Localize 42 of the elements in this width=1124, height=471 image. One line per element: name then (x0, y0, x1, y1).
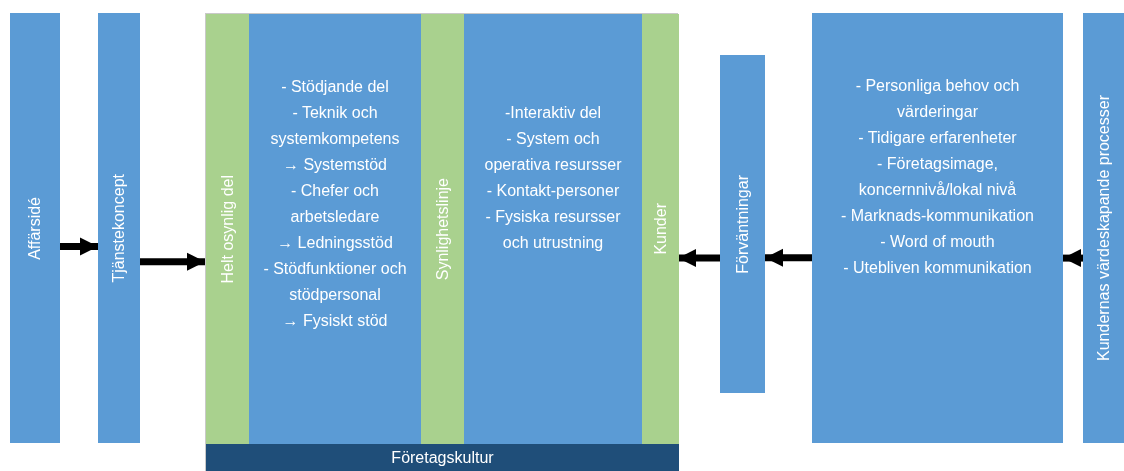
band-label: Helt osynlig del (218, 174, 237, 284)
list-item: - Kontakt-personer (486, 181, 620, 201)
list-item: → Systemstöd (283, 155, 387, 175)
list-item: - Word of mouth (880, 232, 995, 252)
list-item: - Fysiska resursser och utrustning (484, 207, 622, 253)
content-panel (249, 14, 421, 444)
arrow (60, 237, 98, 256)
list-item: - Stödfunktioner och stödpersonal (262, 259, 408, 305)
band-label: Affärsidé (26, 196, 44, 260)
list-item: - Marknads-kommunikation (841, 206, 1034, 226)
process-bar (1083, 13, 1124, 443)
band-label: Kundernas värdeskapande processer (1094, 95, 1113, 361)
list-item: - Tidigare erfarenheter (858, 128, 1017, 148)
list-item: - Stödjande del (281, 77, 389, 97)
list-item: -Interaktiv del (504, 103, 601, 123)
layer-band (206, 14, 249, 444)
process-bar (98, 13, 140, 443)
process-bar (10, 13, 60, 443)
layer-band (421, 14, 464, 444)
list-item: - Utebliven kommunikation (843, 258, 1032, 278)
content-panel (812, 13, 1063, 443)
band-label: Synlighetslinje (433, 177, 452, 281)
arrow (140, 252, 205, 271)
layer-band (642, 14, 679, 444)
list-item: - Teknik och systemkompetens (269, 103, 401, 149)
list-item: → Fysiskt stöd (282, 311, 388, 331)
list-item: - Företagsimage, koncernnivå/lokal nivå (857, 154, 1018, 200)
list-item: - System och operativa resursser (483, 129, 623, 175)
arrow (765, 248, 812, 267)
process-bar (720, 55, 765, 393)
band-label: Tjänstekoncept (110, 173, 128, 283)
arrow (1063, 249, 1083, 268)
list-item: → Ledningsstöd (277, 233, 393, 253)
list-item: - Chefer och arbetsledare (289, 181, 381, 227)
band-label: Förväntningar (733, 174, 752, 274)
band-label: Företagskultur (391, 449, 494, 467)
band-label: Kunder (651, 203, 670, 255)
content-panel (464, 14, 642, 444)
container-box (205, 13, 678, 471)
base-band (206, 444, 679, 471)
arrow (678, 249, 720, 268)
list-item: - Personliga behov och värderingar (854, 76, 1021, 122)
